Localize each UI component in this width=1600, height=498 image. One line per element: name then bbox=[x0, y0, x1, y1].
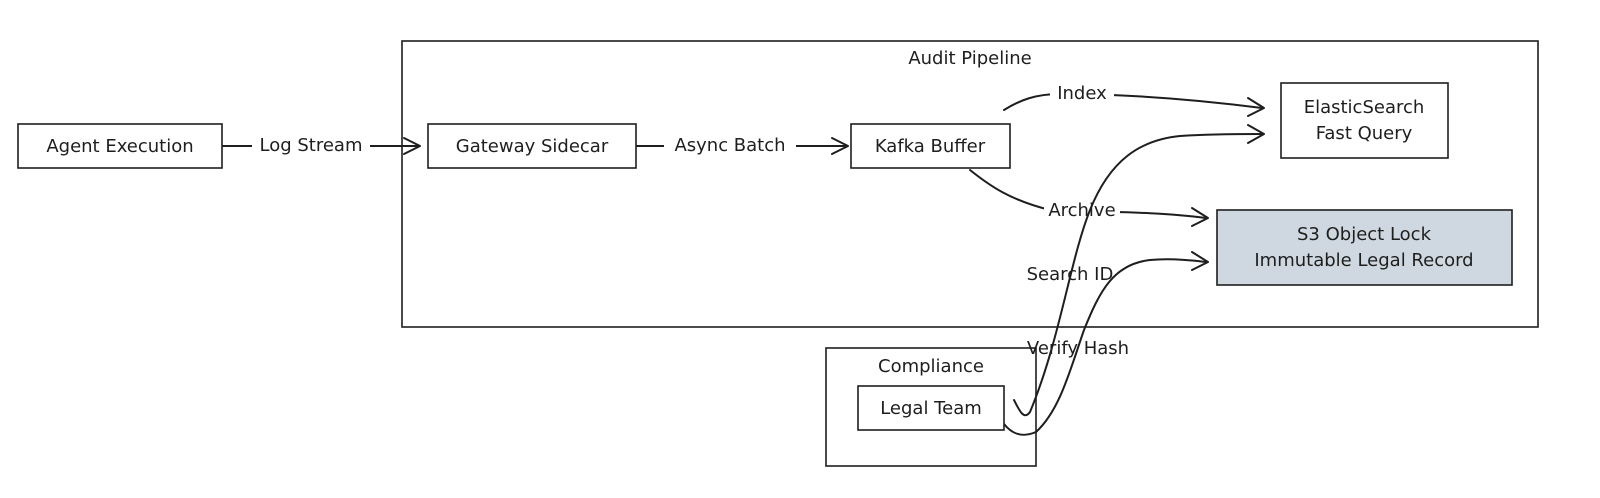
node-legal-team-box bbox=[857, 385, 1005, 431]
group-compliance: Compliance bbox=[825, 347, 1037, 467]
compliance-label: Compliance bbox=[878, 356, 984, 377]
node-kafka-buffer-label: Kafka Buffer bbox=[875, 136, 986, 157]
node-s3-object-lock-line1: S3 Object Lock bbox=[1297, 224, 1432, 245]
arrowhead-icon bbox=[1247, 97, 1265, 117]
edge-label-search-id: Search ID bbox=[1027, 264, 1114, 285]
node-legal-team-label: Legal Team bbox=[880, 398, 982, 419]
node-agent-execution-box bbox=[17, 123, 223, 169]
edge-log-stream: Log Stream bbox=[221, 133, 421, 157]
edge-label-log-stream: Log Stream bbox=[260, 135, 363, 156]
arrowhead-icon bbox=[1191, 207, 1209, 227]
node-agent-execution-label: Agent Execution bbox=[46, 136, 193, 157]
arrowhead-icon bbox=[403, 137, 421, 155]
edge-label-bg bbox=[252, 133, 370, 157]
node-elasticsearch-line2: Fast Query bbox=[1316, 123, 1413, 144]
audit-pipeline-label: Audit Pipeline bbox=[908, 48, 1031, 69]
node-s3-object-lock[interactable]: S3 Object Lock Immutable Legal Record bbox=[1216, 209, 1513, 286]
edge-index-line bbox=[1003, 93, 1263, 111]
node-s3-object-lock-line2: Immutable Legal Record bbox=[1254, 250, 1473, 271]
audit-pipeline-frame bbox=[401, 40, 1539, 328]
edge-archive: Archive bbox=[969, 169, 1209, 227]
edge-label-bg bbox=[1050, 81, 1114, 105]
edge-label-verify-hash: Verify Hash bbox=[1027, 338, 1129, 359]
node-elasticsearch-box bbox=[1280, 82, 1449, 159]
node-legal-team[interactable]: Legal Team bbox=[857, 385, 1005, 431]
node-kafka-buffer-box bbox=[850, 123, 1011, 169]
node-gateway-sidecar-label: Gateway Sidecar bbox=[456, 136, 609, 157]
edge-label-index: Index bbox=[1057, 83, 1107, 104]
compliance-frame bbox=[825, 347, 1037, 467]
edge-label-bg bbox=[1044, 198, 1120, 222]
node-s3-object-lock-box bbox=[1216, 209, 1513, 286]
edge-verify-hash: Verify Hash bbox=[1003, 251, 1209, 436]
edge-label-bg bbox=[664, 133, 796, 157]
node-kafka-buffer[interactable]: Kafka Buffer bbox=[850, 123, 1011, 169]
edge-label-archive: Archive bbox=[1048, 200, 1115, 221]
node-gateway-sidecar-box bbox=[427, 123, 637, 169]
edge-index: Index bbox=[1003, 81, 1265, 117]
node-agent-execution[interactable]: Agent Execution bbox=[17, 123, 223, 169]
edge-label-async-batch: Async Batch bbox=[674, 135, 785, 156]
arrowhead-icon bbox=[831, 137, 849, 155]
edge-verify-hash-line bbox=[1003, 258, 1207, 436]
edge-search-id: Search ID bbox=[1013, 124, 1265, 417]
node-elasticsearch[interactable]: ElasticSearch Fast Query bbox=[1280, 82, 1449, 159]
edge-search-id-line bbox=[1013, 133, 1263, 417]
edge-async-batch: Async Batch bbox=[635, 133, 849, 157]
group-audit-pipeline: Audit Pipeline bbox=[401, 40, 1539, 328]
arrowhead-icon bbox=[1247, 124, 1265, 144]
node-elasticsearch-line1: ElasticSearch bbox=[1304, 97, 1425, 118]
node-gateway-sidecar[interactable]: Gateway Sidecar bbox=[427, 123, 637, 169]
arrowhead-icon bbox=[1191, 251, 1209, 271]
